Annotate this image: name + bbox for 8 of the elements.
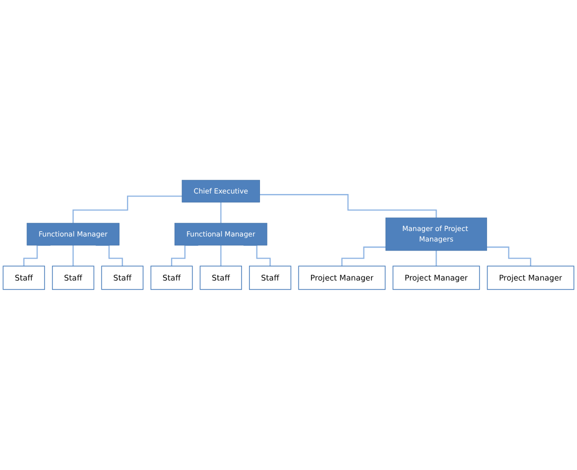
connector [72,196,182,224]
connector [220,202,222,224]
connector [220,244,222,267]
connector [72,244,74,267]
connector [341,246,386,267]
connector [436,250,437,267]
connector [260,194,437,219]
connector [486,246,532,267]
